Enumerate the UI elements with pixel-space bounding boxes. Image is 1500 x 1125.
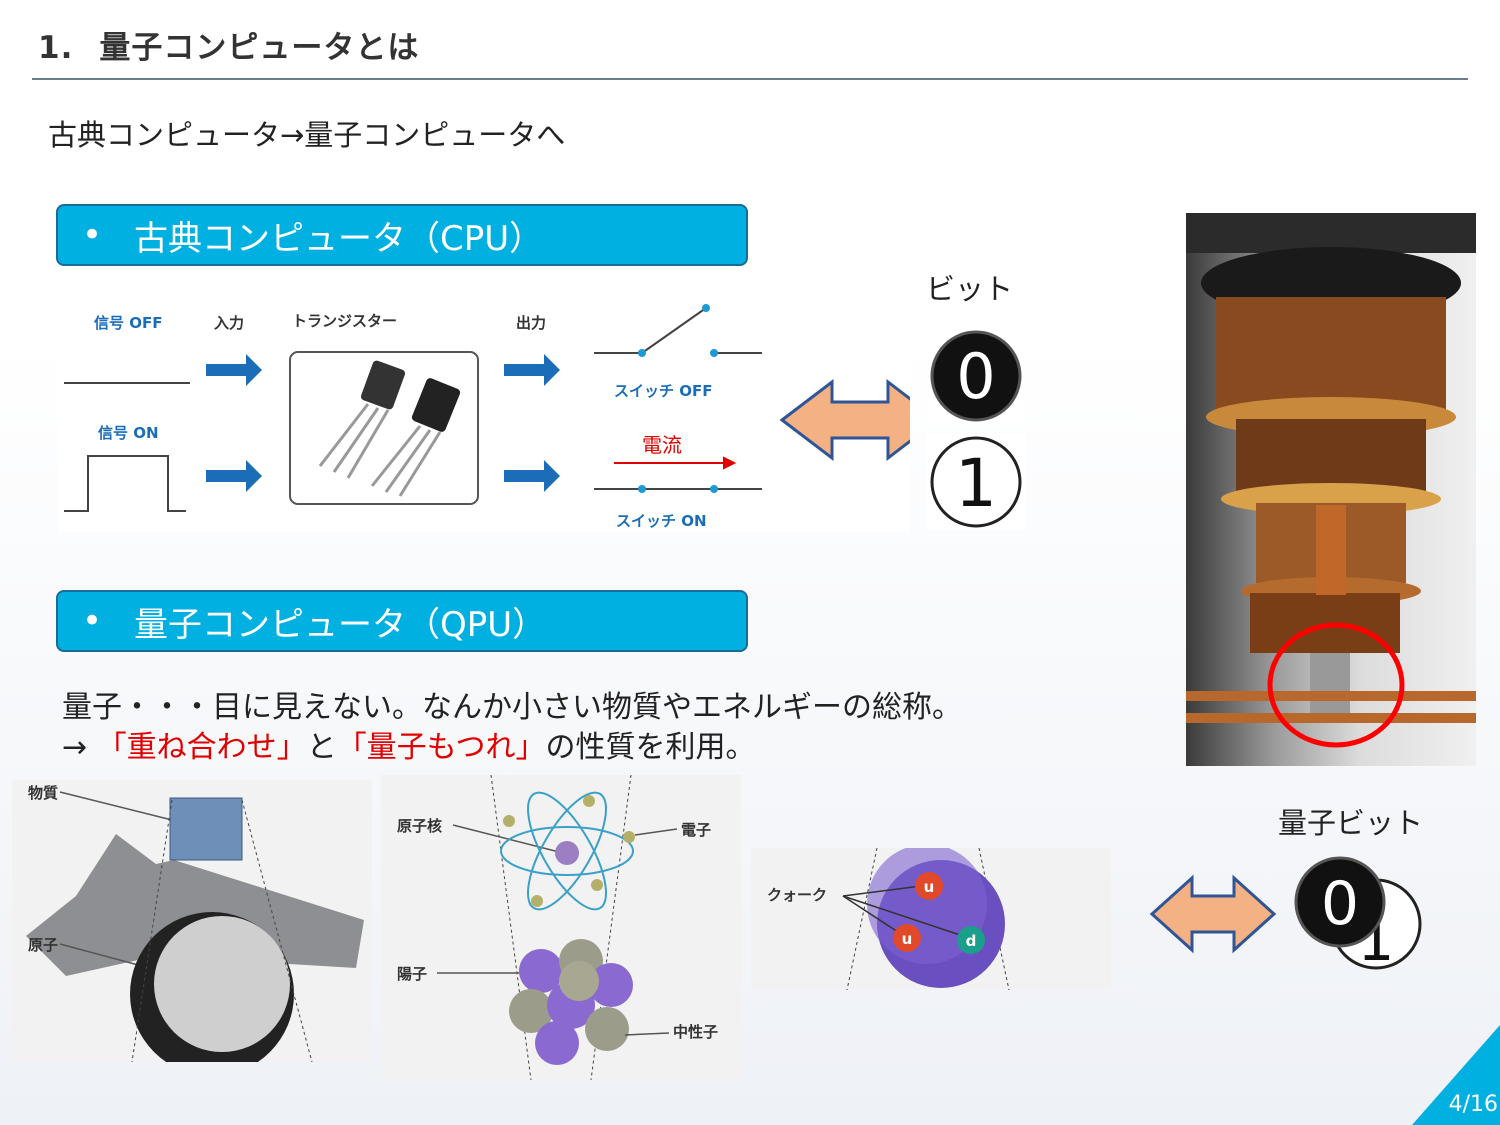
quark-u1-label: u xyxy=(924,878,935,896)
nucleus-label: 原子核 xyxy=(397,817,442,835)
bit-zero: 0 xyxy=(926,328,1026,424)
input-arrow-bottom xyxy=(206,460,262,492)
quantum-section-label: 量子コンピュータ（QPU） xyxy=(134,604,547,645)
input-label: 入力 xyxy=(214,314,244,332)
neutron-label: 中性子 xyxy=(673,1023,718,1041)
slide-number: 1. xyxy=(38,30,74,66)
output-arrow-top xyxy=(504,354,560,386)
slide-subtitle: 古典コンピュータ→量子コンピュータへ xyxy=(48,118,566,152)
current-label: 電流 xyxy=(642,433,682,457)
switch-on xyxy=(594,485,762,493)
page-corner xyxy=(1412,1025,1500,1125)
atom-label: 原子 xyxy=(28,936,58,954)
classical-section-label: 古典コンピュータ（CPU） xyxy=(134,218,544,259)
transistor-label: トランジスター xyxy=(292,312,397,330)
superposition-term: 「重ね合わせ」 xyxy=(96,730,307,765)
double-arrow-icon xyxy=(1149,874,1277,954)
slide-title-text: 量子コンピュータとは xyxy=(99,30,420,66)
arrow-glyph: → xyxy=(62,730,88,765)
quantum-properties: → 「重ね合わせ」と「量子もつれ」の性質を利用。 xyxy=(62,728,962,768)
quantum-section-bar: • 量子コンピュータ（QPU） xyxy=(56,590,748,652)
input-arrow-top xyxy=(206,354,262,386)
quantum-computer-image xyxy=(1186,213,1476,766)
signal-off-label: 信号 OFF xyxy=(94,314,162,332)
bit-one: 1 xyxy=(926,434,1026,530)
qubit-zero-value: 0 xyxy=(1321,869,1359,939)
quark-figure: クォーク u u d xyxy=(751,844,1111,991)
and-text: と xyxy=(306,730,337,765)
quark-u2-label: u xyxy=(902,930,913,948)
classical-section-bar: • 古典コンピュータ（CPU） xyxy=(56,204,748,266)
atom-figure: 原子核 電子 陽子 中性子 xyxy=(381,774,741,1081)
transistor-2 xyxy=(370,378,461,497)
qubit-label: 量子ビット xyxy=(1278,806,1424,840)
matter-figure: 物質 原子 xyxy=(12,780,372,1076)
signal-on-wave xyxy=(64,455,186,512)
double-arrow-icon xyxy=(779,378,941,462)
quantum-definition: 量子・・・目に見えない。なんか小さい物質やエネルギーの総称。 xyxy=(62,690,962,725)
quantum-description: 量子・・・目に見えない。なんか小さい物質やエネルギーの総称。 → 「重ね合わせ」… xyxy=(62,688,962,768)
output-arrow-bottom xyxy=(504,460,560,492)
page-number: 4/16 xyxy=(1448,1092,1498,1117)
transistor-diagram: 信号 OFF 信号 ON 入力 トランジスター 出力 xyxy=(58,286,941,532)
quark-d-label: d xyxy=(966,932,977,950)
qubit-double-arrow xyxy=(1149,874,1277,954)
switch-on-label: スイッチ ON xyxy=(616,512,707,530)
output-label: 出力 xyxy=(516,314,546,332)
bit-zero-value: 0 xyxy=(956,340,995,413)
switch-off xyxy=(594,304,762,357)
signal-on-label: 信号 ON xyxy=(98,424,159,442)
highlight-circle xyxy=(1267,622,1405,748)
transistor-1 xyxy=(318,360,406,479)
quark-label: クォーク xyxy=(767,886,827,904)
matter-label: 物質 xyxy=(28,784,58,802)
switch-off-label: スイッチ OFF xyxy=(614,382,712,400)
bit-one-value: 1 xyxy=(955,445,997,522)
slide-title: 1. 量子コンピュータとは xyxy=(38,22,419,67)
proton-label: 陽子 xyxy=(397,965,427,983)
bit-label: ビット xyxy=(926,272,1014,306)
qubit-superposition: 1 0 xyxy=(1290,856,1426,976)
electron-label: 電子 xyxy=(681,821,711,839)
properties-suffix: の性質を利用。 xyxy=(545,730,756,765)
entanglement-term: 「量子もつれ」 xyxy=(336,730,546,765)
transistor-diagram-svg: 信号 OFF 信号 ON 入力 トランジスター 出力 xyxy=(64,304,941,530)
bullet: • xyxy=(82,215,103,255)
current-arrow xyxy=(614,456,737,470)
bullet: • xyxy=(82,601,103,641)
title-divider xyxy=(32,78,1468,80)
